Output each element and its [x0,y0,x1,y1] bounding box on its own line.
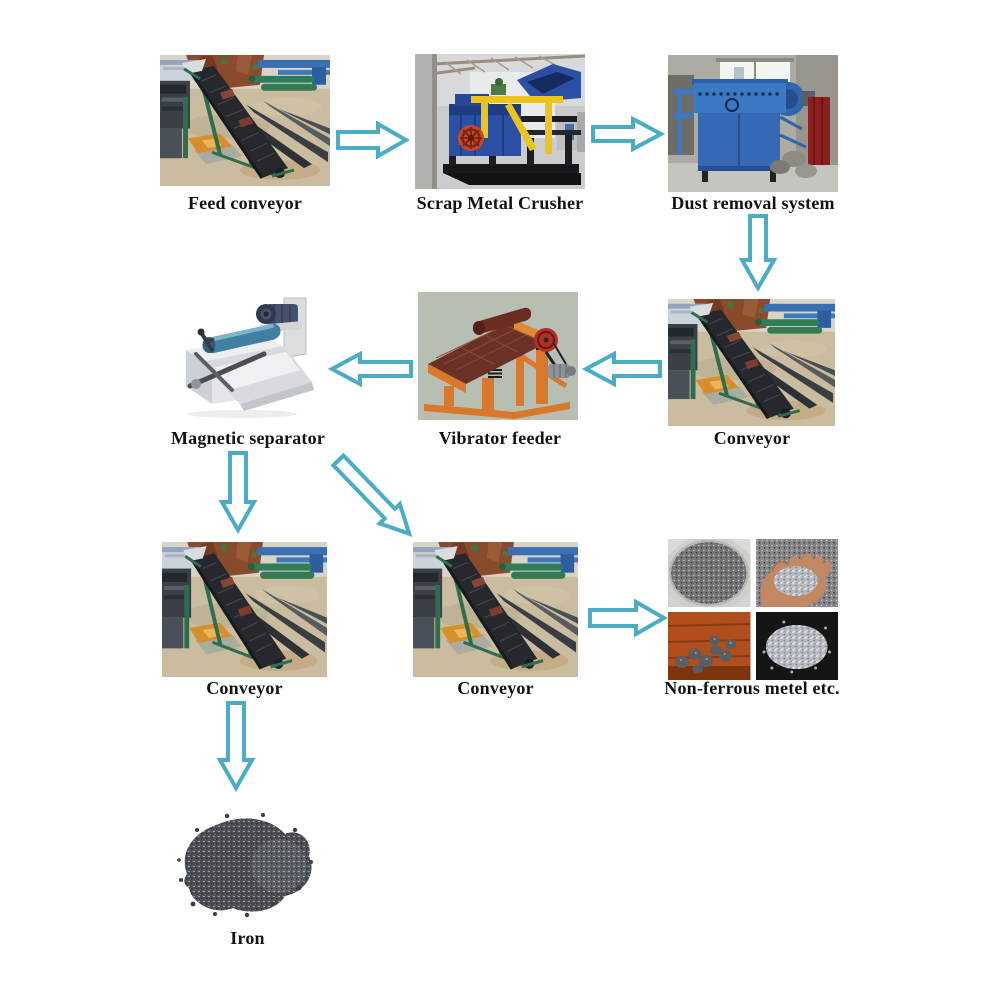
non-ferrous-label: Non-ferrous metel etc. [664,678,840,698]
scrap-metal-crusher-label: Scrap Metal Crusher [416,193,584,213]
feed-conveyor-photo [160,55,330,186]
conveyor-middle-photo [413,542,578,677]
dust-removal-system-photo [668,55,838,192]
scrap-metal-crusher-photo [415,54,585,189]
dust-removal-system-label: Dust removal system [671,193,835,213]
conveyor-left-photo [162,542,327,677]
arrow-dust-to-conveyor-icon [738,214,778,293]
conveyor-top-label: Conveyor [713,428,791,448]
conveyor-middle-label: Conveyor [457,678,534,698]
iron-label: Iron [230,928,265,948]
conveyor-top-photo [668,299,835,426]
hand-holding-scrap-photo [755,539,838,607]
shredded-aluminum-photo [755,612,838,680]
non-ferrous-photos [668,539,838,680]
vibrator-feeder-label: Vibrator feeder [438,428,562,448]
magnetic-separator-label: Magnetic separator [170,428,326,448]
arrow-vibrator-to-magnetic-icon [327,350,413,388]
metal-granules-container-photo [668,539,751,607]
arrow-feed-to-crusher-icon [336,120,411,160]
arrow-magnetic-to-conveyor-left-icon [218,451,258,535]
conveyor-left-label: Conveyor [206,678,283,698]
feed-conveyor-label: Feed conveyor [187,193,303,213]
magnetic-separator-photo [172,292,327,422]
arrow-conveyor-to-nonferrous-icon [588,598,669,638]
iron-pile-photo [163,800,319,926]
arrow-conveyor-to-vibrator-icon [581,350,662,388]
metal-lumps-photo [668,612,751,680]
arrow-crusher-to-dust-icon [591,115,666,153]
vibrator-feeder-photo [418,292,578,420]
arrow-conveyor-to-iron-icon [216,701,256,793]
arrow-magnetic-to-conveyor-middle-icon [325,447,423,547]
